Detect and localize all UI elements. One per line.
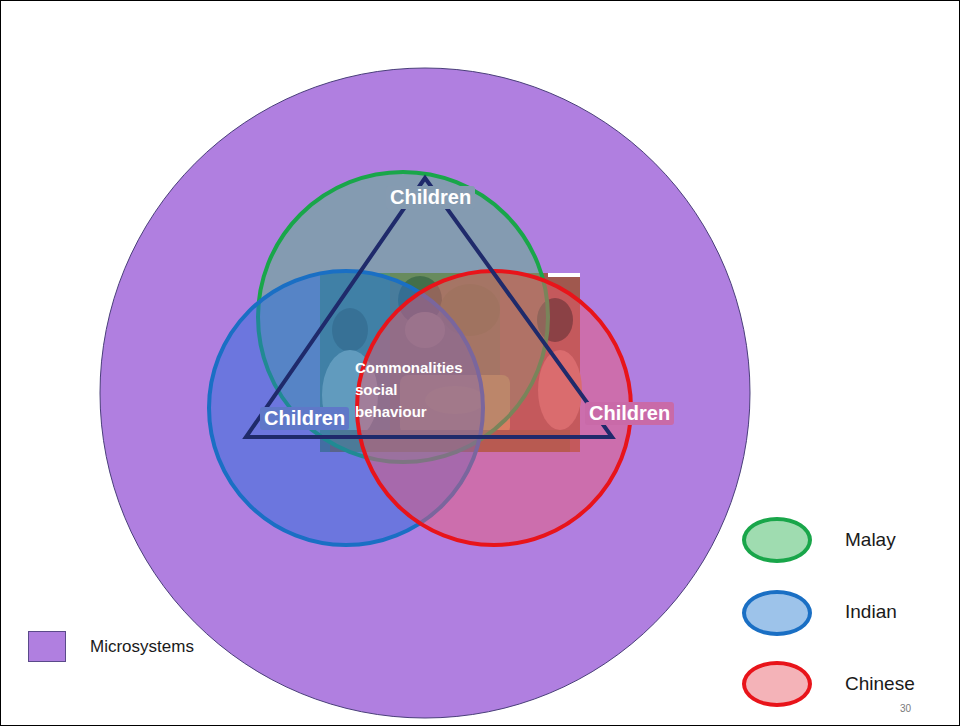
microsystem-circle xyxy=(100,68,750,718)
legend-swatch xyxy=(28,631,66,662)
legend-swatch xyxy=(742,590,812,636)
commonalities-panel: Commonalities social behaviour xyxy=(320,273,580,452)
panel-text: Commonalities social behaviour xyxy=(355,357,471,423)
children-triangle xyxy=(246,178,612,437)
legend-swatch xyxy=(742,661,812,707)
page-number: 30 xyxy=(900,703,911,715)
legend-swatch xyxy=(742,517,812,563)
vertex-label: Children xyxy=(585,402,674,425)
legend-text: Microsystems xyxy=(90,637,194,657)
legend-text: Chinese xyxy=(845,673,915,695)
vertex-label: Children xyxy=(386,186,475,209)
vertex-label: Children xyxy=(260,407,349,430)
legend-text: Malay xyxy=(845,529,896,551)
legend-text: Indian xyxy=(845,601,897,623)
